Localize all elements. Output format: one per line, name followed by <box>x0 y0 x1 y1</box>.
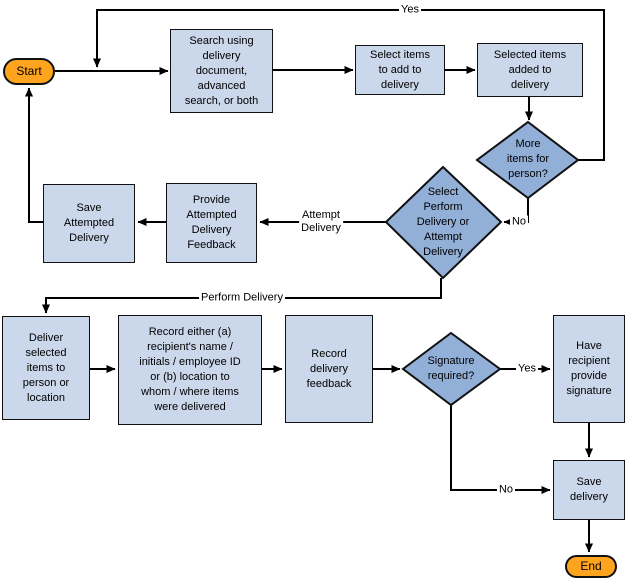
start-terminal: Start <box>3 58 55 85</box>
select-delivery-decision-shape <box>384 165 503 280</box>
record-feedback-process-box: Record delivery feedback <box>285 315 373 423</box>
more-items-decision-label: More items for person? <box>506 138 550 180</box>
edge-label-signature-no: No <box>496 483 516 497</box>
edge-save-attempted-to-start <box>25 87 43 223</box>
deliver-process-box: Deliver selected items to person or loca… <box>2 316 90 420</box>
signature-decision-shape <box>401 331 502 407</box>
signature-decision-label: Signature required? <box>427 355 475 382</box>
edge-label-more-items-no: No <box>509 215 529 229</box>
edge-signature-no <box>450 405 551 494</box>
have-recipient-process-box: Have recipient provide signature <box>553 315 625 423</box>
save-delivery-process-box: Save delivery <box>553 460 625 520</box>
select-items-process-box: Select items to add to delivery <box>355 45 445 95</box>
save-attempted-process-box: Save Attempted Delivery <box>43 184 135 263</box>
selected-items-process-box: Selected items added to delivery <box>477 43 583 97</box>
edge-more-items-yes-loop <box>93 9 605 161</box>
more-items-decision-shape <box>475 120 580 200</box>
edge-label-signature-yes: Yes <box>516 362 538 376</box>
record-either-process-box: Record either (a) recipient's name / ini… <box>118 315 262 425</box>
search-process-box: Search using delivery document, advanced… <box>170 29 273 113</box>
end-terminal: End <box>565 555 617 578</box>
edge-label-attempt-delivery: Attempt Delivery <box>299 209 343 235</box>
provide-feedback-process-box: Provide Attempted Delivery Feedback <box>166 183 257 263</box>
edge-label-more-items-yes: Yes <box>399 3 421 17</box>
edge-label-perform-delivery: Perform Delivery <box>199 291 285 305</box>
select-delivery-decision-label: Select Perform Delivery or Attempt Deliv… <box>416 186 470 258</box>
